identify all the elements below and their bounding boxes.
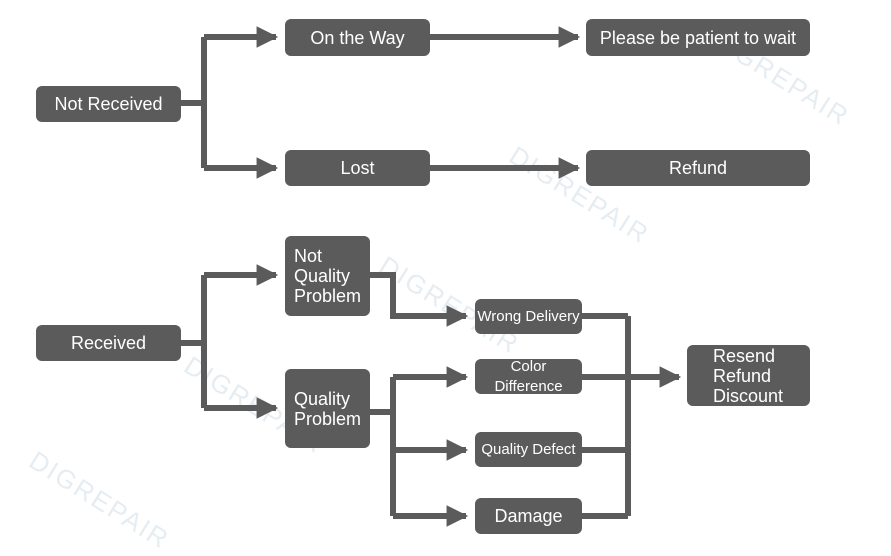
wrong-delivery-box: Wrong Delivery [475,299,582,334]
resolution-line-1: Resend [713,345,776,366]
not-quality-problem-line-3: Problem [294,286,362,306]
received-box: Received [36,325,181,361]
quality-problem-line-2: Problem [294,408,362,429]
not-received-box: Not Received [36,86,181,122]
resolution-line-2: Refund [713,365,772,386]
quality-problem-box: Quality Problem [285,369,370,448]
connector-not-quality-to-wrong [370,272,469,327]
not-quality-problem-line-1: Not [294,246,323,266]
not-quality-problem-box: Not Quality Problem [285,236,370,316]
resolution-line-3: Discount [713,385,784,406]
quality-defect-box: Quality Defect [475,432,582,467]
color-difference-box: Color Difference [475,358,582,395]
resolution-box: Resend Refund Discount [687,345,810,406]
lost-box: Lost [285,150,430,186]
please-wait-box: Please be patient to wait [586,19,810,56]
on-the-way-box: On the Way [285,19,430,56]
not-quality-problem-line-2: Quality [294,266,351,286]
damage-box: Damage [475,498,582,534]
quality-problem-line-1: Quality [294,388,351,409]
refund-box: Refund [586,150,810,186]
